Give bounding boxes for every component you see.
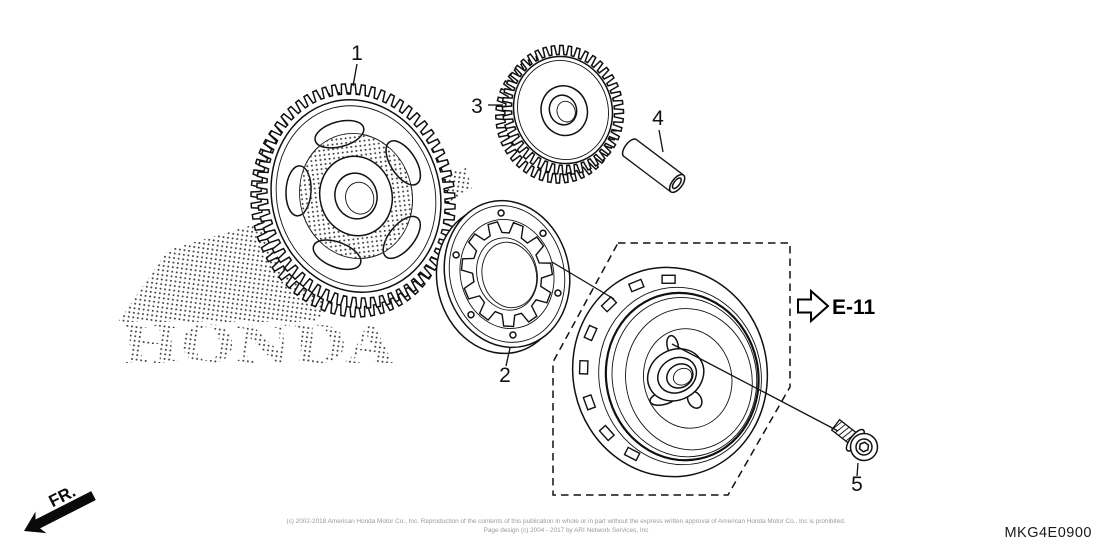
flywheel-slot <box>623 446 641 462</box>
bolt-threads <box>831 421 857 442</box>
callout-1[interactable]: 1 <box>351 42 363 65</box>
gear1-rim-inner-line <box>275 105 437 287</box>
copyright-line-2: Page design (c) 2004 - 2017 by ARI Netwo… <box>484 527 650 534</box>
front-arrow-icon <box>24 491 96 534</box>
e11-reference[interactable]: E-11 <box>797 288 876 324</box>
clutch-opening-step <box>481 241 538 309</box>
clutch-hole <box>497 209 505 217</box>
callout-5[interactable]: 5 <box>851 473 863 496</box>
flywheel-slot <box>583 324 598 342</box>
callout-2[interactable]: 2 <box>499 364 511 387</box>
flywheel-slot <box>582 393 597 411</box>
collar-body <box>623 139 684 192</box>
hub-bore <box>666 363 694 389</box>
clutch-hole <box>539 229 547 238</box>
clutch-hole <box>452 251 460 259</box>
diagram-code: MKG4E0900 <box>1004 525 1092 541</box>
clutch-hole <box>509 331 517 339</box>
callout-3[interactable]: 3 <box>471 95 483 118</box>
copyright-line-1: (c) 2002-2018 American Honda Motor Co., … <box>286 518 845 525</box>
gear3-bore-step <box>556 100 576 123</box>
dashed-reference-box <box>552 242 791 496</box>
flywheel-slot <box>627 278 645 293</box>
clutch-opening <box>476 237 538 311</box>
clutch-hole <box>554 289 562 297</box>
flywheel-slot <box>600 295 618 313</box>
leader-line-2 <box>505 347 511 367</box>
bolt-hex-socket <box>858 441 870 453</box>
clutch-face-step <box>448 205 566 343</box>
leader-line-5 <box>856 462 859 477</box>
flywheel-slots <box>578 274 676 462</box>
flywheel-slot <box>661 274 676 284</box>
flywheel-assembly <box>571 266 769 478</box>
watermark-text: HONDA <box>121 315 396 376</box>
leader-line-1 <box>352 63 358 87</box>
flywheel-slot <box>598 424 616 442</box>
e11-label[interactable]: E-11 <box>832 296 876 319</box>
flywheel-hub <box>646 334 705 409</box>
leader-line-4 <box>658 129 664 153</box>
small-gear-part-3 <box>494 44 625 184</box>
flywheel-slot <box>578 359 589 375</box>
clutch-face <box>443 199 571 349</box>
one-way-clutch-part-2 <box>435 199 571 355</box>
collar-part-4 <box>621 138 686 194</box>
collar-body-lines <box>623 139 684 193</box>
leader-line-bolt-to-hub <box>671 343 839 432</box>
flywheel-plate-arc <box>643 328 733 429</box>
socket-bolt-part-5 <box>830 418 879 462</box>
front-direction-indicator: FR. <box>24 482 96 534</box>
clutch-hole <box>467 310 475 319</box>
hub-bore-step <box>672 367 693 386</box>
flywheel-interior-arc <box>625 308 753 451</box>
leader-line-clutch-to-flywheel <box>551 261 615 300</box>
collar-hole <box>671 177 682 190</box>
clutch-sprag-castellation <box>460 221 554 328</box>
gear3-face-line <box>517 60 609 160</box>
callout-4[interactable]: 4 <box>652 107 664 130</box>
e11-arrow-icon <box>797 288 830 324</box>
large-gear-part-1 <box>250 83 456 318</box>
gear1-bore-step <box>345 181 375 215</box>
